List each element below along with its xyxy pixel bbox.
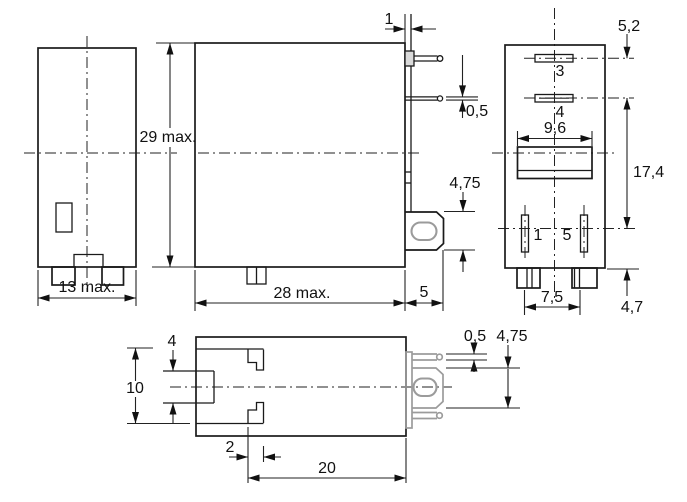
dim-tab-height-front-label: 4,75 <box>449 175 480 192</box>
bottom-view: 4 10 2 20 0,5 4,75 <box>126 328 528 483</box>
terminal-slot-5 <box>579 214 589 253</box>
dim-side-height-label: 29 max. <box>140 129 197 146</box>
terminal-coil-slot <box>516 146 593 180</box>
front-pin-top-base <box>404 50 415 67</box>
dim-body-length-label: 28 max. <box>274 285 331 302</box>
dim-pin-offset-label: 1 <box>385 11 394 28</box>
front-body-outline <box>194 42 406 268</box>
front-view: 1 0,5 4,75 28 max. 5 <box>194 11 488 311</box>
front-pin-top-tip <box>436 55 444 62</box>
dim-hook-width-label: 2 <box>226 439 235 456</box>
terminal-foot-left <box>516 267 541 289</box>
terminal-slot-1 <box>520 214 530 253</box>
dim-tab-height-bottom-label: 4,75 <box>496 328 527 345</box>
dim-slot-width-label: 9,6 <box>544 120 566 137</box>
front-mounting-tab <box>405 211 445 251</box>
side-latch-window <box>55 202 73 233</box>
terminal-view: 3 4 9,6 1 5 7,5 5,2 17,4 <box>492 8 664 316</box>
side-view: 13 max. 29 max. <box>24 36 196 306</box>
side-body-outline <box>37 47 137 268</box>
dim-notch-width-label: 4 <box>168 333 177 350</box>
dim-terminal-top-gap-label: 5,2 <box>618 18 640 35</box>
side-foot-left <box>51 266 76 286</box>
dim-side-width-label: 13 max. <box>59 279 116 296</box>
dim-length-bottom-label: 20 <box>318 460 336 477</box>
terminal-4-label: 4 <box>556 104 565 121</box>
dim-bottom-gap-label: 4,7 <box>621 299 643 316</box>
terminal-1-label: 1 <box>534 227 543 244</box>
terminal-foot-right <box>571 267 598 289</box>
dim-pin-thickness-front-label: 0,5 <box>466 103 488 120</box>
side-foot-right <box>101 266 125 286</box>
dim-body-width-bottom-label: 10 <box>126 380 144 397</box>
bottom-pin-2-tip <box>435 411 444 420</box>
dim-pin-thickness-bottom-label: 0,5 <box>464 328 486 345</box>
dim-terminal-span-label: 17,4 <box>633 164 664 181</box>
bottom-pin-top-tip <box>435 353 444 361</box>
dim-tab-depth-label: 5 <box>420 284 429 301</box>
bottom-mounting-hole <box>412 377 438 398</box>
terminal-body-outline <box>504 44 606 269</box>
terminal-slot-4 <box>534 93 574 103</box>
dim-terminal-pitch-label: 7,5 <box>541 289 563 306</box>
bottom-hook-lower <box>247 401 265 424</box>
bottom-hook-upper <box>247 349 265 371</box>
side-center-boss <box>73 253 104 267</box>
terminal-slot-3 <box>534 53 574 63</box>
bottom-mounting-tab <box>412 367 444 409</box>
terminal-3-label: 3 <box>556 63 565 80</box>
front-mounting-hole <box>410 221 438 242</box>
bottom-flange <box>405 351 413 429</box>
front-pin-2-tip <box>436 95 444 102</box>
terminal-5-label: 5 <box>563 227 572 244</box>
